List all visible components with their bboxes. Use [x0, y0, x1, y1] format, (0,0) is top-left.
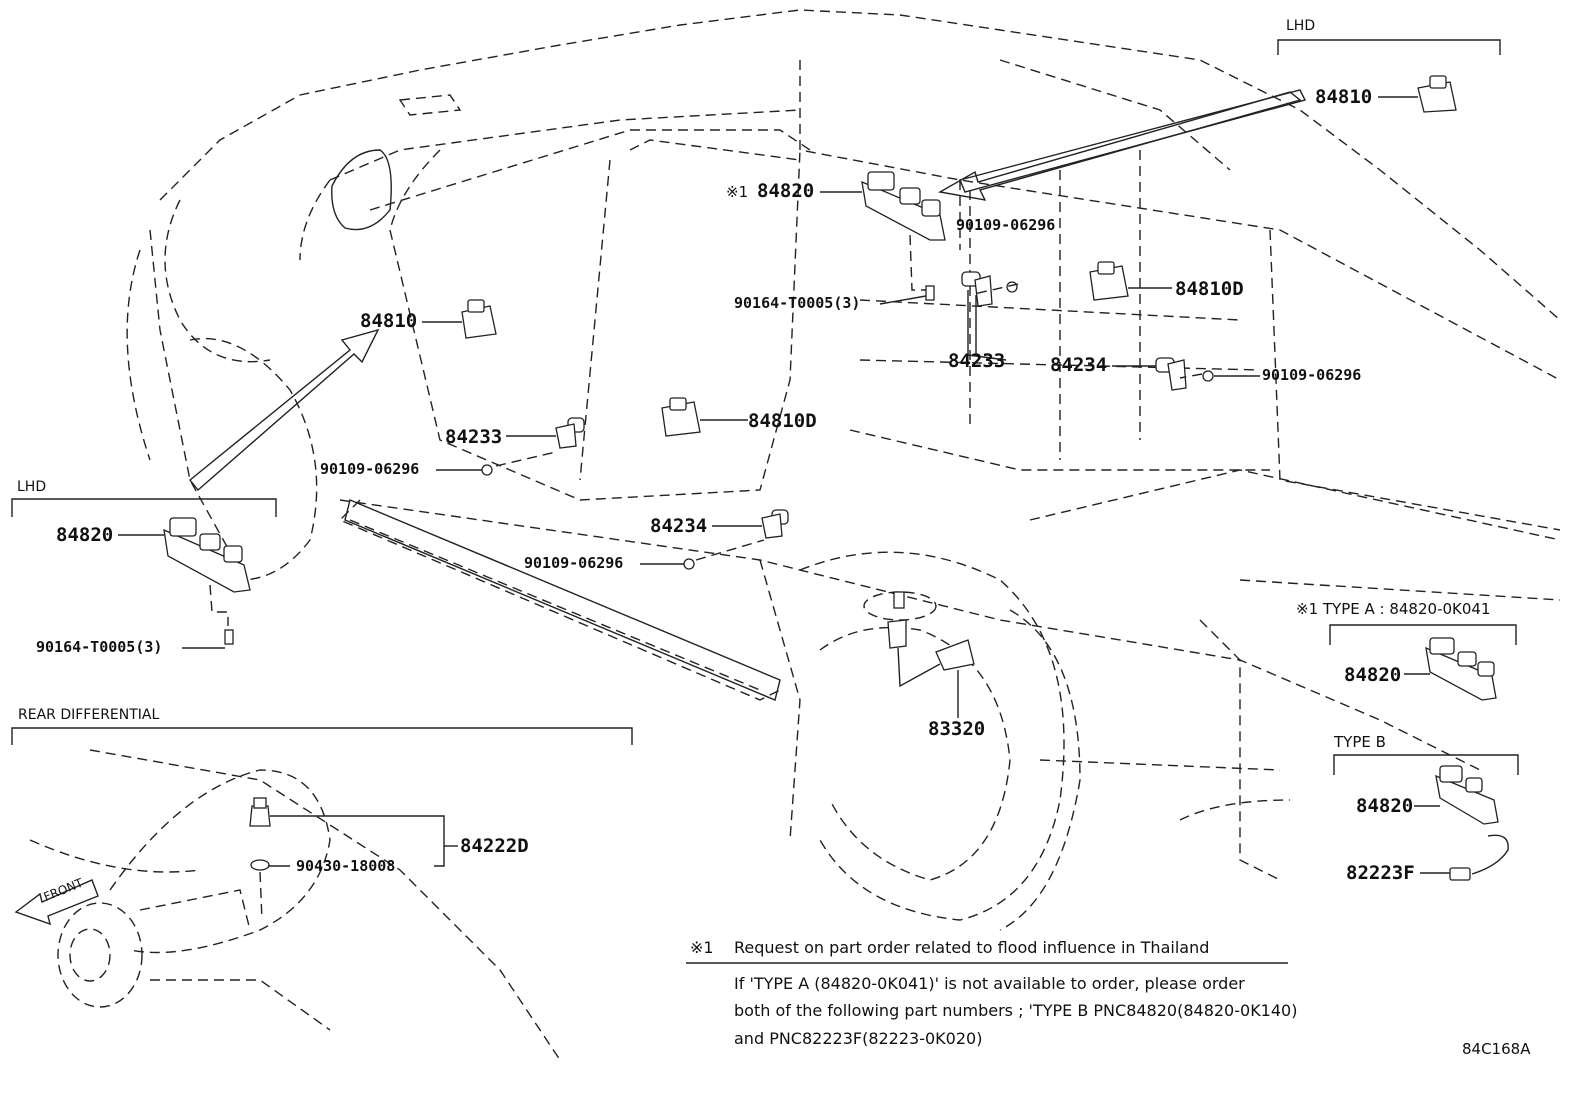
part-84820-side: 84820: [757, 180, 815, 202]
rear-diff-bracket: [11, 727, 633, 745]
master-switch-type-a: [1425, 637, 1497, 701]
type-b-header: TYPE B: [1334, 733, 1386, 751]
bed-rail: [959, 89, 1307, 193]
switch-84810d-left: [661, 397, 701, 437]
left-lhd-group-label: LHD: [17, 479, 47, 495]
part-84222d: 84222D: [460, 835, 529, 857]
note-line-3: and PNC82223F(82223-0K020): [734, 1029, 983, 1048]
part-bolt-b: 90109-06296: [1262, 366, 1362, 384]
running-board: [344, 499, 781, 701]
part-84233-right: 84233: [948, 350, 1006, 372]
sensor-83320: [863, 591, 975, 688]
rear-diff-group-label: REAR DIFFERENTIAL: [18, 707, 160, 723]
switch-84810d-right: [1089, 261, 1129, 301]
truck-outline: [126, 9, 1561, 931]
leader-lines: [118, 96, 1450, 874]
courtesy-switch-84233-right: [961, 271, 993, 307]
switch-84810-top: [1417, 75, 1457, 113]
courtesy-switch-84234-right: [1155, 357, 1187, 391]
part-84820-type-b: 84820: [1356, 795, 1414, 817]
master-switch-left: [163, 517, 251, 626]
switch-84810-door: [461, 299, 497, 339]
courtesy-switch-84234-left: [761, 509, 789, 539]
part-84810-door: 84810: [360, 310, 418, 332]
part-screw-top: 90164-T0005(3): [734, 294, 861, 312]
note-line-1: If 'TYPE A (84820-0K041)' is not availab…: [734, 974, 1245, 993]
part-84820-left: 84820: [56, 524, 114, 546]
part-bolt-a: 90109-06296: [956, 216, 1056, 234]
part-84234-left: 84234: [650, 515, 708, 537]
lhd-arrow-top: [937, 91, 1302, 201]
part-bolt-d: 90109-06296: [524, 554, 624, 572]
diagram-code: 84C168A: [1462, 1040, 1531, 1058]
part-83320: 83320: [928, 718, 986, 740]
part-84820-type-a: 84820: [1344, 664, 1402, 686]
note-line-2: both of the following part numbers ; 'TY…: [734, 1001, 1298, 1020]
left-lhd-bracket: [11, 498, 277, 517]
master-switch-type-b: [1435, 765, 1509, 881]
rear-diff-sketch: [29, 749, 561, 1061]
part-84810d-right: 84810D: [1175, 278, 1244, 300]
top-lhd-bracket: [1277, 39, 1501, 55]
part-84810d-left: 84810D: [748, 410, 817, 432]
type-a-bracket: [1329, 624, 1517, 645]
part-84233-left: 84233: [445, 426, 503, 448]
part-screw-left: 90164-T0005(3): [36, 638, 163, 656]
part-bolt-c: 90109-06296: [320, 460, 420, 478]
type-b-bracket: [1333, 754, 1519, 775]
note-mark: ※1: [690, 938, 714, 957]
part-84234-right: 84234: [1050, 354, 1108, 376]
master-switch-top: [861, 171, 946, 291]
part-82223f: 82223F: [1346, 862, 1415, 884]
part-oring: 90430-18008: [296, 857, 396, 875]
type-a-header: ※1 TYPE A : 84820-0K041: [1296, 600, 1491, 618]
front-arrow-icon: [14, 879, 99, 926]
note-title: Request on part order related to flood i…: [734, 938, 1210, 957]
courtesy-switch-84233-left: [555, 417, 585, 449]
top-lhd-group-label: LHD: [1286, 18, 1316, 34]
part-84810-top: 84810: [1315, 86, 1373, 108]
lhd-arrow-left: [189, 328, 380, 492]
side-84820-mark: ※1: [726, 183, 749, 201]
mirror-shape: [331, 149, 392, 231]
